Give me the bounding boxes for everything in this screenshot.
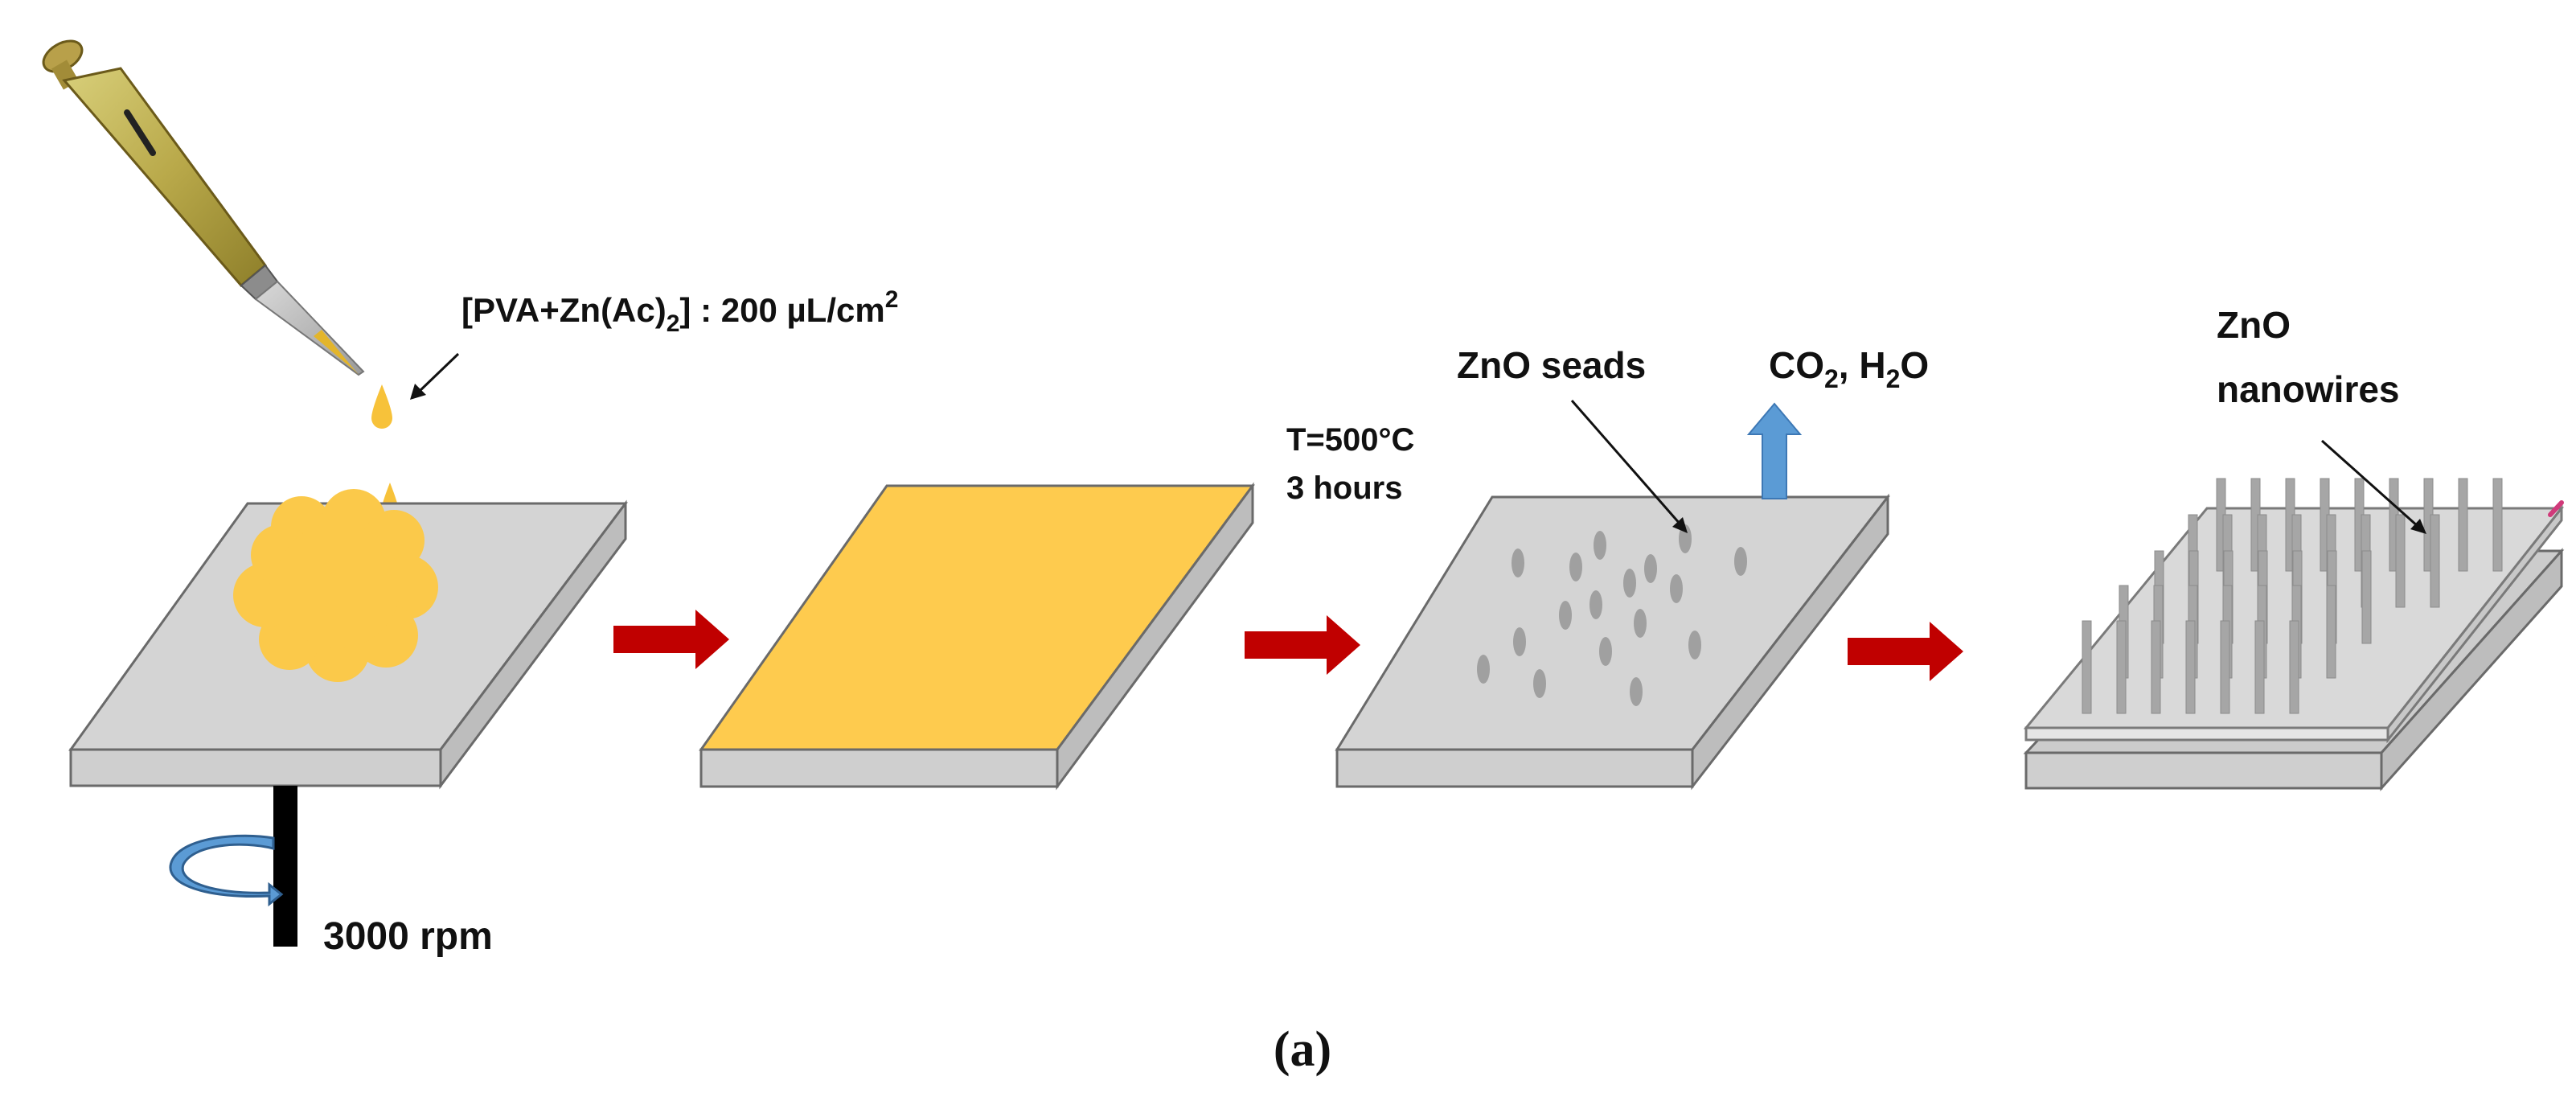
pipette-icon	[42, 39, 365, 376]
anneal-temperature-label: T=500°C	[1286, 422, 1414, 458]
spin-spindle	[273, 786, 297, 947]
gas-release-arrow-icon	[1746, 402, 1803, 499]
seeds-pointer-arrow	[1570, 400, 1688, 533]
process-arrow-2	[1245, 615, 1360, 675]
zno-nanowires	[2082, 478, 2503, 714]
nanowires-pointer-arrow	[2321, 439, 2426, 534]
solution-pointer-arrow	[410, 352, 460, 400]
zno-seeds	[1477, 524, 1747, 706]
stage-coated-plate	[699, 482, 1255, 791]
stage-spin-coating	[42, 39, 629, 947]
nanowires-label-line1: ZnO	[2217, 304, 2291, 346]
process-arrow-3	[1848, 622, 1963, 681]
process-arrow-1	[613, 610, 729, 669]
solution-label: [PVA+Zn(Ac)2] : 200 µL/cm2	[461, 286, 898, 337]
stage-seeds	[1335, 400, 1891, 791]
solution-drop-1	[371, 384, 392, 429]
nanowires-label-line2: nanowires	[2217, 368, 2400, 410]
rotation-arrow-icon	[169, 834, 284, 907]
stage-nanowires	[2023, 439, 2565, 791]
seeds-label: ZnO seads	[1457, 344, 1646, 386]
figure-caption: (a)	[1274, 1022, 1331, 1077]
solution-puddle	[233, 489, 438, 682]
spin-speed-label: 3000 rpm	[323, 915, 493, 958]
anneal-time-label: 3 hours	[1286, 470, 1402, 506]
gas-label: CO2, H2O	[1769, 344, 1929, 393]
